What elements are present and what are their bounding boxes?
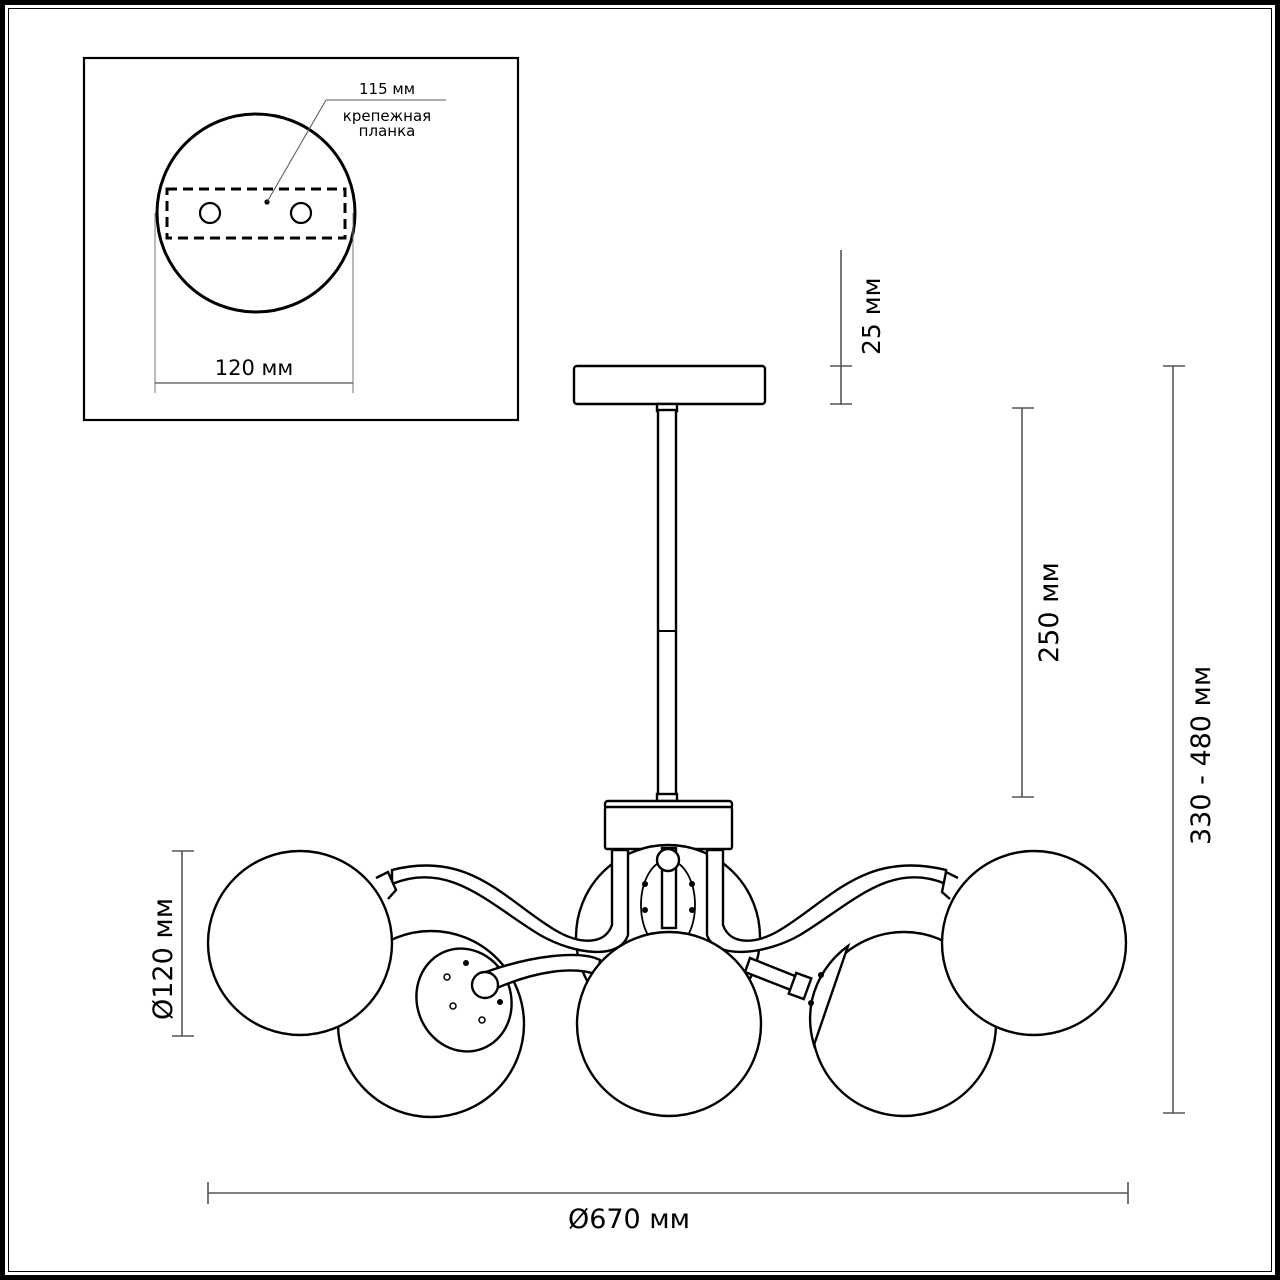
mounting-inset — [82, 56, 520, 422]
central-body — [603, 805, 734, 851]
shade-diameter-label: Ø120 мм — [148, 898, 179, 1020]
plate-name-line1: крепежная — [343, 107, 431, 125]
ceiling-canopy — [572, 364, 767, 406]
total-height-dimension — [1163, 365, 1185, 1114]
screw-hole-right — [289, 201, 313, 225]
mounting-plate-outline — [165, 187, 347, 240]
overall-diameter-dimension — [207, 1182, 1129, 1204]
overall-diameter-label: Ø670 мм — [568, 1204, 690, 1235]
globe-front-center — [575, 930, 763, 1118]
total-height-label: 330 - 480 мм — [1186, 666, 1217, 845]
canopy-height-dimension — [830, 250, 852, 405]
plate-name-line2: планка — [359, 122, 416, 140]
globe-front-right — [940, 849, 1128, 1037]
canopy-top-view — [155, 112, 357, 314]
page-frame-inner — [8, 8, 1272, 1272]
arm-left-upper — [390, 848, 630, 954]
rod-length-label: 250 мм — [1034, 562, 1065, 663]
canopy-diameter-label: 120 мм — [215, 356, 293, 380]
arm-right-upper — [705, 848, 948, 954]
globe-front-left — [206, 849, 394, 1037]
screw-hole-left — [198, 201, 222, 225]
rod-length-dimension — [1012, 407, 1034, 798]
canopy-height-label: 25 мм — [857, 278, 886, 355]
plate-length-label: 115 мм — [359, 80, 415, 98]
suspension-rod — [656, 408, 678, 802]
shade-diameter-dimension — [172, 850, 194, 1037]
